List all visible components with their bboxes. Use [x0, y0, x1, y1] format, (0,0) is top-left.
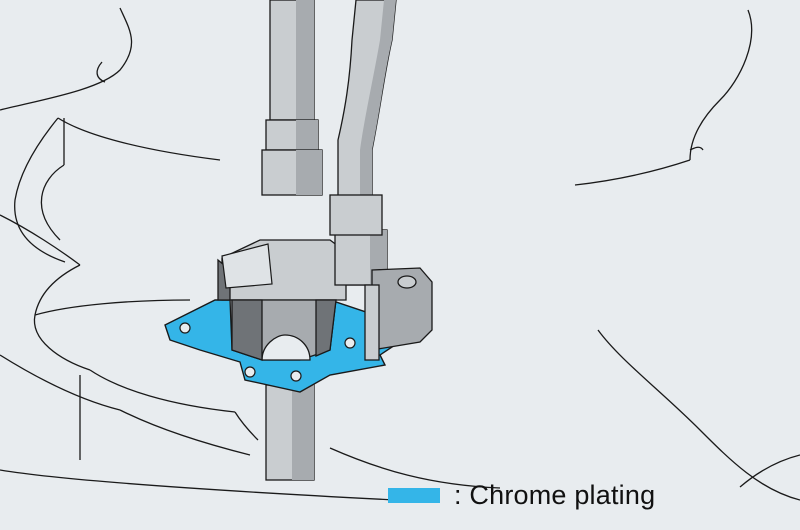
plate-holes [179, 322, 356, 382]
legend-label: : Chrome plating [454, 480, 656, 510]
chrome-plating-swatch [388, 488, 440, 503]
background-outline-lines [0, 7, 800, 501]
bracket-housing [217, 194, 433, 361]
legend: : Chrome plating [388, 480, 655, 511]
left-tab [221, 243, 273, 289]
